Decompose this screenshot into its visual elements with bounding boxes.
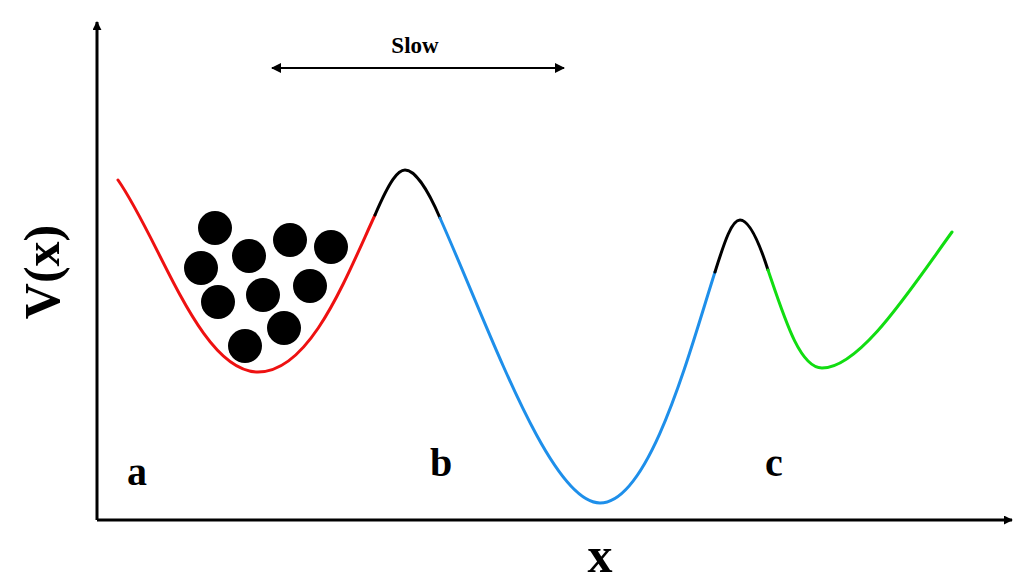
particle [314,230,348,264]
well-a-curve [118,180,375,372]
particles [184,211,348,363]
region-letter: a [127,452,147,492]
barrier-curve [375,170,440,218]
axis-label: V(x) [17,225,67,319]
slow-arrow [272,67,564,69]
particle [267,311,301,345]
arrow-label: Slow [391,34,438,57]
band-fill [410,130,745,503]
particle [232,239,266,273]
region-band: b [410,130,745,503]
band-fill-rect [745,130,985,503]
y-axis [96,22,99,520]
barrier-curve [715,220,768,272]
particle [293,269,327,303]
x-axis [97,519,1012,522]
region-letter: b [430,443,452,483]
well-c-curve [768,232,952,368]
particle [201,285,235,319]
region-letter: c [765,443,783,483]
axis-label: x [588,530,613,580]
particle [184,251,218,285]
particle [273,223,307,257]
well-b-curve [440,218,715,503]
particle [198,211,232,245]
band-fill-rect [410,130,745,503]
particle [228,329,262,363]
region-band: c [745,130,985,503]
particle [246,278,280,312]
